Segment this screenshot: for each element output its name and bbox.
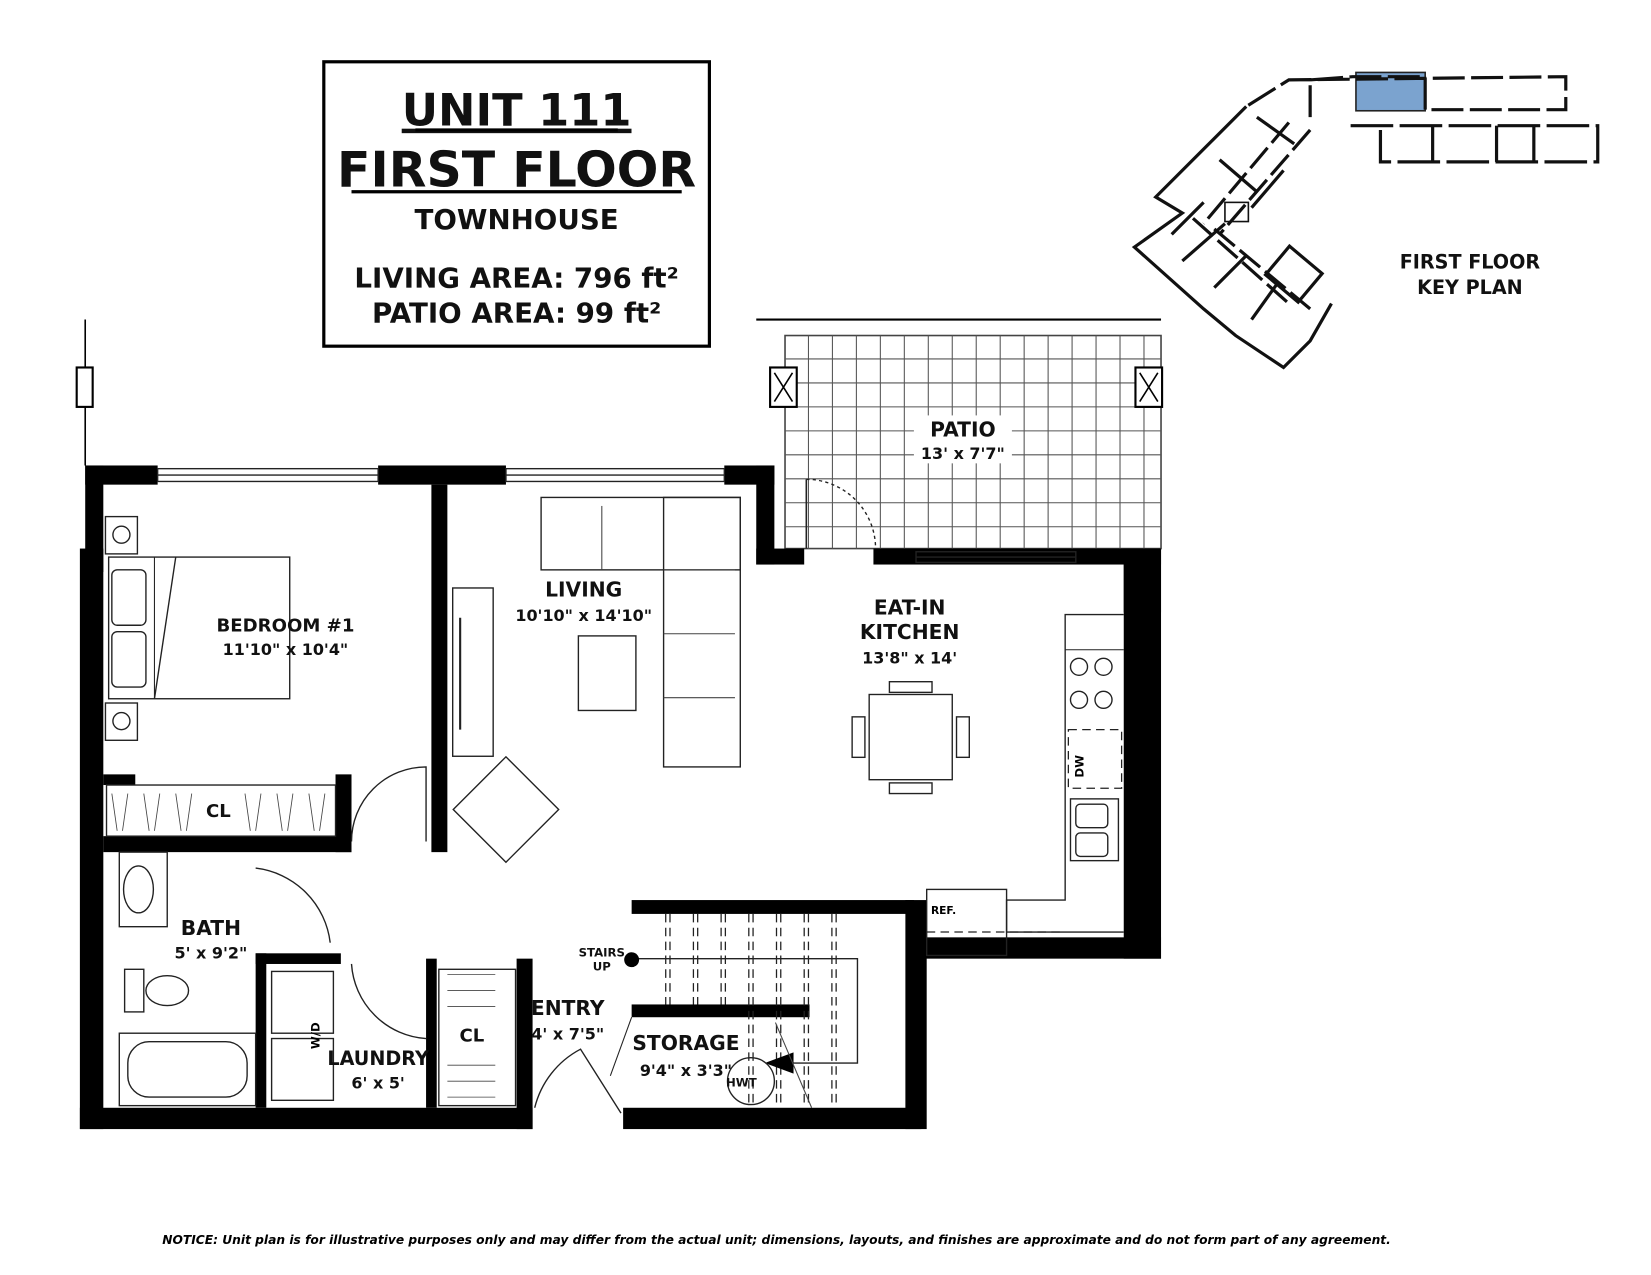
stairs-label-1: STAIRS	[579, 946, 625, 960]
bedroom-dims: 11'10" x 10'4"	[223, 640, 349, 659]
dining-table-icon	[868, 693, 953, 781]
kitchen-label-2: KITCHEN	[860, 620, 959, 644]
washer-icon	[270, 970, 335, 1034]
bathtub-icon	[118, 1032, 257, 1107]
laundry-label: LAUNDRY	[327, 1047, 430, 1070]
armchair-icon	[452, 755, 560, 864]
storage-label: STORAGE	[632, 1031, 739, 1055]
bath-label: BATH	[181, 916, 241, 940]
floor-title: FIRST FLOOR	[337, 141, 696, 198]
bedroom: BEDROOM #1 11'10" x 10'4" CL	[104, 515, 427, 842]
living-dims: 10'10" x 14'10"	[515, 606, 652, 625]
bedroom-closet	[105, 784, 337, 837]
key-plan-label-1: FIRST FLOOR	[1400, 250, 1541, 273]
dishwasher	[1067, 728, 1123, 789]
walls	[79, 465, 1162, 1130]
washer-dryer-label: W/D	[309, 1022, 323, 1049]
stair-treads	[665, 913, 837, 1108]
entry-label: ENTRY	[531, 996, 605, 1020]
entry-closet	[438, 968, 517, 1107]
stair-direction-arrow-icon	[764, 1052, 794, 1074]
entry-closet-label: CL	[459, 1026, 484, 1047]
stairs-label-2: UP	[593, 959, 612, 973]
unit-number: UNIT 111	[402, 84, 632, 137]
patio: PATIO 13' x 7'7"	[756, 318, 1164, 550]
bathroom-sink-icon	[122, 865, 155, 914]
stairs-storage: STAIRS UP HWT STORAGE 9'4" x 3'3"	[579, 913, 859, 1108]
coffee-table-icon	[577, 635, 637, 712]
dryer-icon	[270, 1037, 335, 1102]
bed-icon	[107, 556, 291, 700]
kitchen-label-1: EAT-IN	[874, 596, 946, 620]
disclaimer-notice: NOTICE: Unit plan is for illustrative pu…	[162, 1233, 1391, 1247]
title-box: UNIT 111 FIRST FLOOR TOWNHOUSE LIVING AR…	[322, 60, 711, 348]
tv-unit-icon	[452, 587, 494, 757]
bedroom-label: BEDROOM #1	[217, 616, 355, 637]
kitchen-dims: 13'8" x 14'	[862, 649, 957, 668]
dishwasher-label: DW	[1072, 755, 1086, 778]
windows	[156, 467, 1077, 564]
bath: BATH 5' x 9'2"	[118, 851, 331, 1107]
patio-label: PATIO	[930, 418, 996, 442]
bedroom-closet-label: CL	[206, 801, 231, 822]
key-plan-label-2: KEY PLAN	[1417, 276, 1523, 299]
key-plan: FIRST FLOOR KEY PLAN	[1131, 71, 1600, 370]
kitchen-sink-icon	[1069, 798, 1120, 862]
refrigerator-label: REF.	[931, 904, 956, 917]
stairs-up-marker	[624, 952, 640, 968]
unit-type: TOWNHOUSE	[415, 203, 619, 236]
sofa-icon	[540, 496, 741, 571]
hwt-label: HWT	[726, 1075, 757, 1089]
kitchen: EAT-IN KITCHEN 13'8" x 14' DW REF.	[851, 596, 1124, 957]
living: LIVING 10'10" x 14'10"	[452, 496, 741, 864]
laundry: W/D LAUNDRY 6' x 5'	[270, 963, 430, 1102]
refrigerator	[925, 888, 1008, 957]
hot-water-tank	[726, 1057, 776, 1106]
living-label: LIVING	[545, 577, 622, 601]
laundry-dims: 6' x 5'	[351, 1074, 404, 1093]
patio-area: PATIO AREA: 99 ft²	[372, 297, 661, 330]
living-area: LIVING AREA: 796 ft²	[354, 262, 678, 295]
toilet-icon	[145, 974, 190, 1007]
patio-dims: 13' x 7'7"	[921, 444, 1005, 463]
entry-dims: 4' x 7'5"	[531, 1025, 604, 1044]
entry: CL ENTRY 4' x 7'5"	[438, 968, 633, 1114]
storage-dims: 9'4" x 3'3"	[640, 1061, 732, 1080]
bath-dims: 5' x 9'2"	[174, 944, 247, 963]
